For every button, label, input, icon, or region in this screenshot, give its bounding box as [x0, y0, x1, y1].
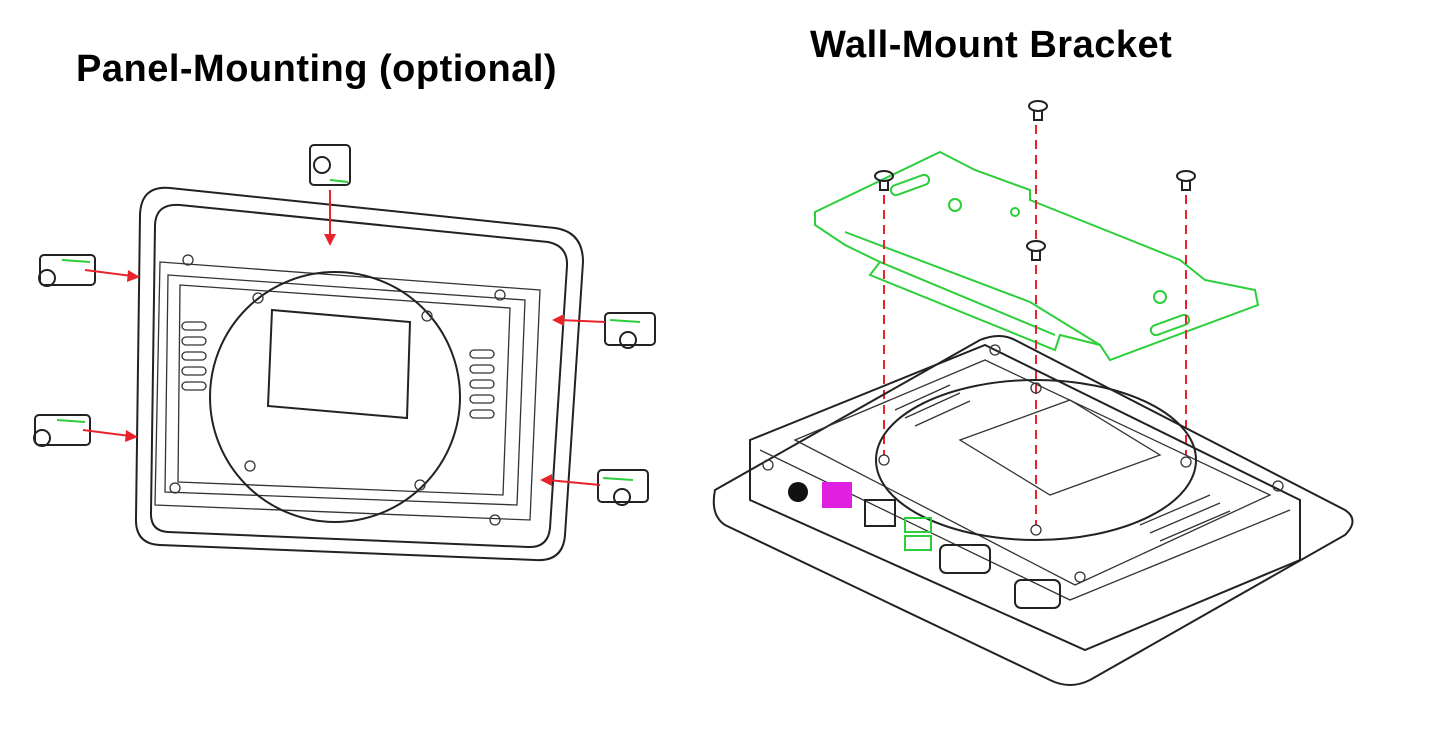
panel-mounting-title: Panel-Mounting (optional): [76, 48, 558, 90]
serial-port: [1014, 579, 1061, 609]
serial-port: [939, 544, 991, 574]
usb-port: [904, 535, 932, 551]
usb-port: [904, 517, 932, 533]
panel-device-rear-view: [134, 186, 585, 562]
screw: [1028, 100, 1048, 121]
panel-mount-clips: [33, 144, 656, 506]
wall-mount-title: Wall-Mount Bracket: [810, 24, 1173, 66]
clip-left-upper: [38, 254, 96, 287]
power-jack: [788, 482, 808, 502]
clip-left-lower: [33, 414, 91, 447]
ethernet-port: [864, 499, 896, 527]
lan-port: [822, 482, 852, 508]
computer-device-iso: [712, 335, 1354, 686]
screws: [874, 100, 1196, 261]
clip-right-upper: [604, 312, 656, 349]
wall-mount-bracket: [814, 150, 1260, 362]
screw: [1026, 240, 1046, 261]
insert-arrows: [82, 190, 606, 486]
screw: [874, 170, 894, 191]
alignment-lines: [883, 125, 1187, 525]
screw: [1176, 170, 1196, 191]
clip-right-lower: [597, 469, 649, 506]
clip-top: [309, 144, 351, 186]
